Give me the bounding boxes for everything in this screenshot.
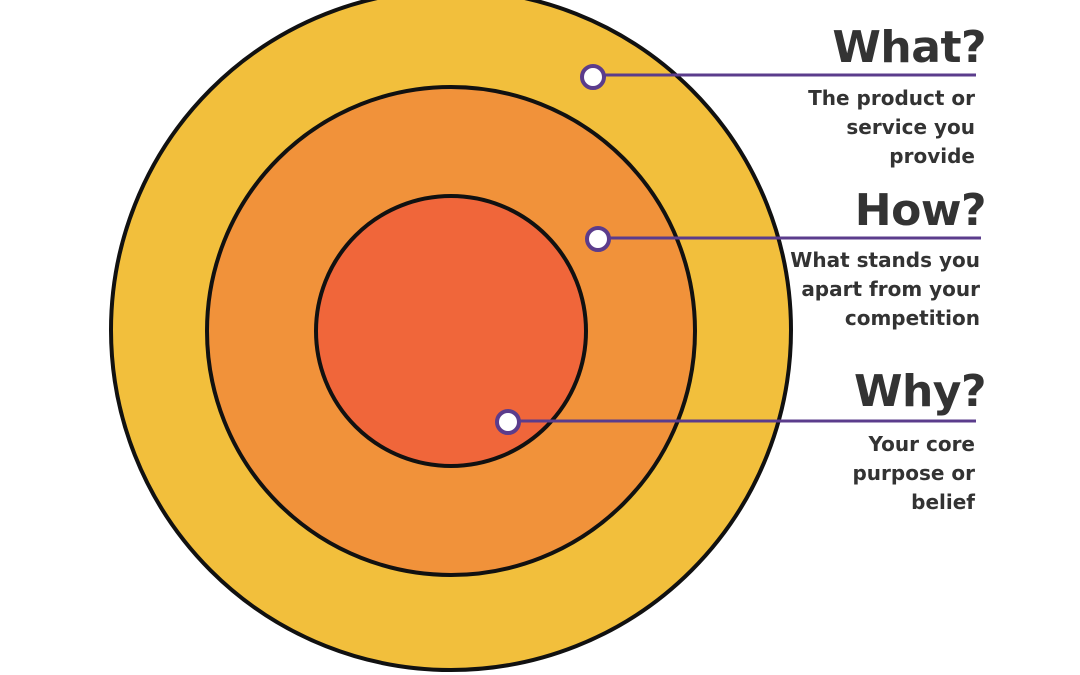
inner-circle-why [314, 194, 588, 468]
why-description-line: purpose or [852, 461, 975, 485]
what-marker-dot [580, 64, 606, 90]
what-heading: What? [832, 22, 986, 73]
why-marker-dot [495, 409, 521, 435]
how-heading: How? [854, 185, 987, 236]
why-description: Your core purpose or belief [852, 430, 975, 517]
what-description-line: provide [889, 144, 975, 168]
how-marker-dot [585, 226, 611, 252]
what-description: The product or service you provide [808, 84, 975, 171]
how-description: What stands you apart from your competit… [790, 246, 980, 333]
why-heading: Why? [853, 366, 987, 417]
how-description-line: What stands you [790, 248, 980, 272]
how-description-line: competition [844, 306, 980, 330]
how-description-line: apart from your [801, 277, 980, 301]
what-description-line: The product or [808, 86, 975, 110]
why-description-line: belief [911, 490, 975, 514]
why-description-line: Your core [868, 432, 975, 456]
what-description-line: service you [846, 115, 975, 139]
